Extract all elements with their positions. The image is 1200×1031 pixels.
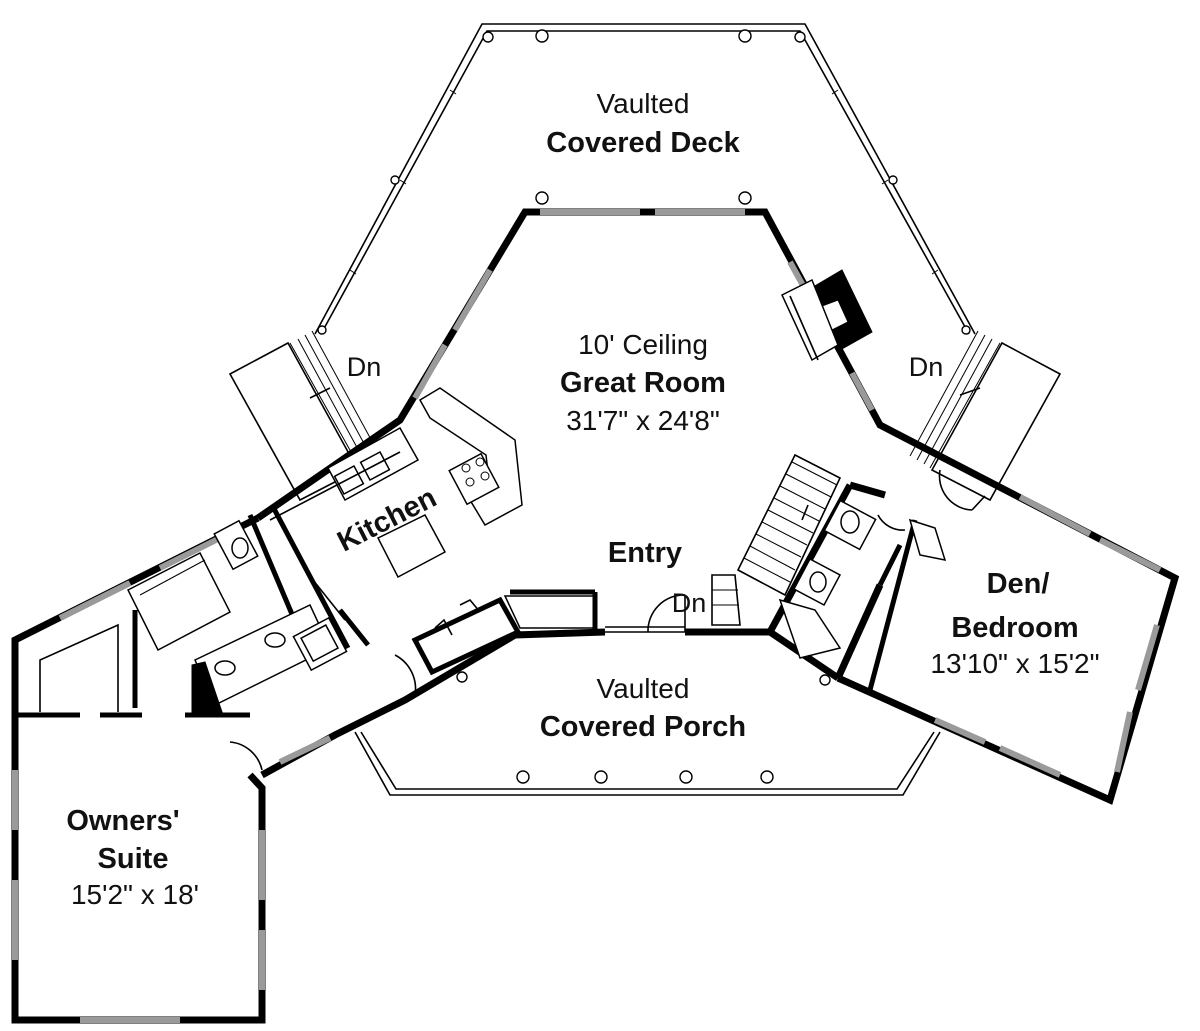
left-wing-walls bbox=[11, 503, 606, 1024]
entry-closets bbox=[229, 589, 598, 771]
left-deck-stair-dn-label: Dn bbox=[347, 352, 382, 382]
great-room-name-label: Great Room bbox=[560, 367, 726, 399]
entry-door bbox=[605, 594, 770, 636]
stair-hall bbox=[711, 453, 842, 626]
right-deck-stair-dn-label: Dn bbox=[909, 352, 944, 382]
owners-suite-label-line2: Suite bbox=[98, 843, 169, 875]
deck-posts bbox=[317, 29, 971, 335]
great-room-dims-label: 31'7" x 24'8" bbox=[566, 405, 720, 436]
kitchen-fixtures bbox=[269, 387, 523, 621]
fireplace bbox=[781, 269, 873, 362]
den-bath-fixtures bbox=[778, 499, 947, 661]
owners-bath-fixtures bbox=[126, 519, 348, 713]
entry-stair-dn-label: Dn bbox=[672, 588, 707, 618]
covered-deck-label-vaulted: Vaulted bbox=[597, 88, 690, 119]
covered-porch-label-name: Covered Porch bbox=[540, 711, 746, 743]
den-label-line1: Den/ bbox=[987, 568, 1050, 600]
covered-porch-label-vaulted: Vaulted bbox=[597, 673, 690, 704]
covered-deck-railing bbox=[314, 23, 976, 335]
covered-porch-railing bbox=[354, 671, 941, 796]
labels: Vaulted Covered Deck 10' Ceiling Great R… bbox=[66, 88, 1099, 910]
owners-suite-label-line1: Owners' bbox=[66, 805, 179, 837]
entry-label: Entry bbox=[608, 537, 682, 569]
den-label-line2: Bedroom bbox=[951, 612, 1078, 644]
right-deck-stair bbox=[909, 330, 1062, 502]
den-dims-label: 13'10" x 15'2" bbox=[930, 648, 1099, 679]
owners-suite-dims-label: 15'2" x 18' bbox=[71, 879, 199, 910]
covered-deck-label-name: Covered Deck bbox=[546, 127, 740, 159]
great-room-walls bbox=[256, 208, 1180, 805]
great-room-ceiling-label: 10' Ceiling bbox=[578, 329, 708, 360]
